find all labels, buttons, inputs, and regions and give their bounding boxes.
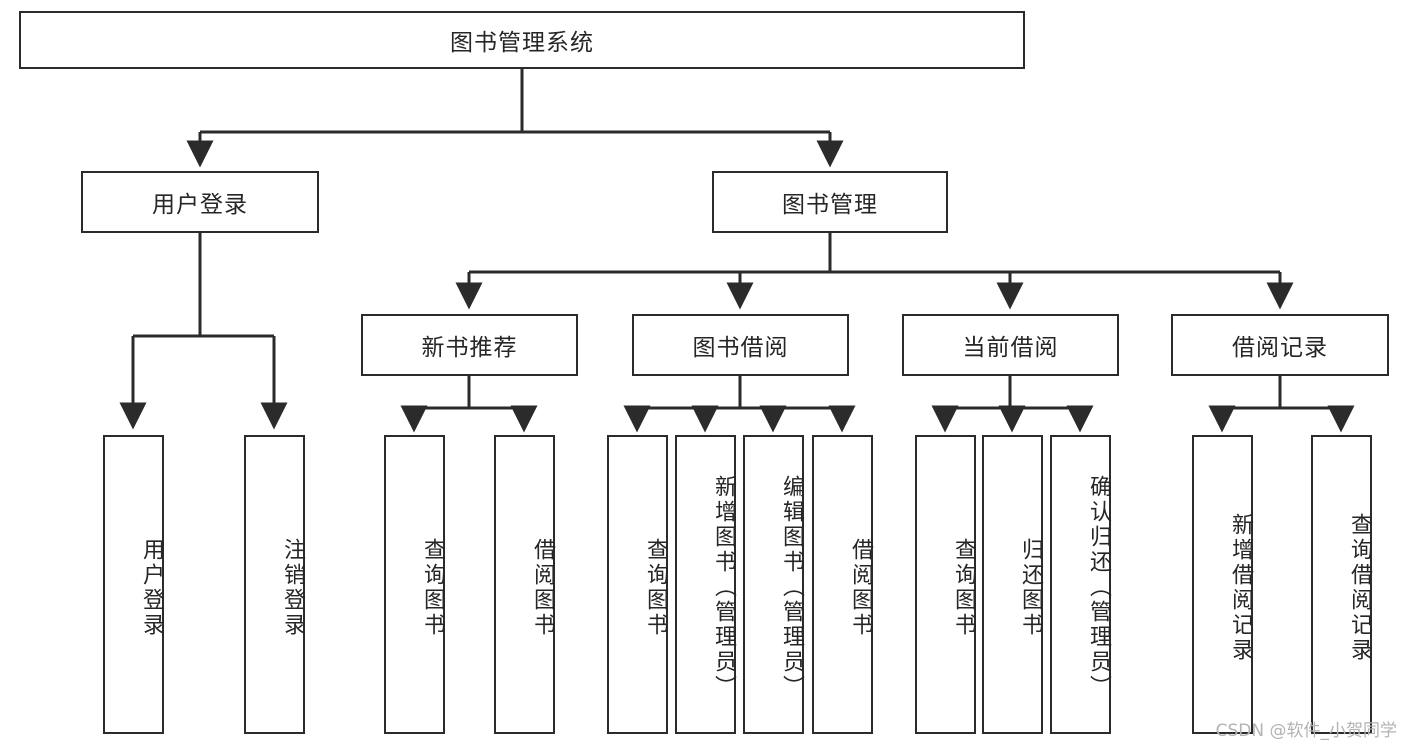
csdn-watermark: CSDN @软件_小贺同学 <box>1215 721 1397 741</box>
leaf-current-borrow-0[interactable]: 查询图书 <box>915 435 976 734</box>
leaf-book-borrow-1[interactable]: 新增图书（管理员） <box>675 435 736 734</box>
node-current-borrow[interactable]: 当前借阅 <box>902 314 1119 376</box>
leaf-new-book-0[interactable]: 查询图书 <box>384 435 445 734</box>
node-root[interactable]: 图书管理系统 <box>19 11 1025 69</box>
node-root-label: 图书管理系统 <box>450 30 594 56</box>
leaf-current-borrow-2-label: 确认归还（管理员） <box>1086 475 1111 700</box>
leaf-new-book-0-label: 查询图书 <box>420 537 445 638</box>
node-user-login-label: 用户登录 <box>152 192 248 218</box>
node-book-borrow-label: 图书借阅 <box>692 335 789 361</box>
leaf-borrow-record-1-label: 查询借阅记录 <box>1347 512 1372 663</box>
node-new-book-recommendation-label: 新书推荐 <box>421 335 518 361</box>
leaf-book-borrow-0-label: 查询图书 <box>643 537 668 638</box>
node-book-borrow[interactable]: 图书借阅 <box>632 314 849 376</box>
leaf-book-borrow-3-label: 借阅图书 <box>848 537 873 638</box>
leaf-book-borrow-2-label: 编辑图书（管理员） <box>779 475 804 700</box>
leaf-current-borrow-2[interactable]: 确认归还（管理员） <box>1050 435 1111 734</box>
leaf-new-book-1-label: 借阅图书 <box>530 537 555 638</box>
leaf-borrow-record-0[interactable]: 新增借阅记录 <box>1192 435 1253 734</box>
leaf-borrow-record-0-label: 新增借阅记录 <box>1228 512 1253 663</box>
leaf-current-borrow-1-label: 归还图书 <box>1018 537 1043 638</box>
node-book-management-label: 图书管理 <box>782 192 878 218</box>
node-borrow-record-label: 借阅记录 <box>1232 335 1328 361</box>
leaf-user-login-0[interactable]: 用户登录 <box>103 435 164 734</box>
leaf-book-borrow-3[interactable]: 借阅图书 <box>812 435 873 734</box>
leaf-book-borrow-1-label: 新增图书（管理员） <box>711 475 736 700</box>
node-current-borrow-label: 当前借阅 <box>962 335 1059 361</box>
node-user-login[interactable]: 用户登录 <box>81 171 319 233</box>
leaf-user-login-0-label: 用户登录 <box>139 537 164 638</box>
node-book-management[interactable]: 图书管理 <box>712 171 948 233</box>
leaf-user-login-1[interactable]: 注销登录 <box>244 435 305 734</box>
leaf-new-book-1[interactable]: 借阅图书 <box>494 435 555 734</box>
leaf-borrow-record-1[interactable]: 查询借阅记录 <box>1311 435 1372 734</box>
leaf-current-borrow-0-label: 查询图书 <box>951 537 976 638</box>
leaf-current-borrow-1[interactable]: 归还图书 <box>982 435 1043 734</box>
leaf-book-borrow-2[interactable]: 编辑图书（管理员） <box>743 435 804 734</box>
node-borrow-record[interactable]: 借阅记录 <box>1171 314 1389 376</box>
leaf-book-borrow-0[interactable]: 查询图书 <box>607 435 668 734</box>
node-new-book-recommendation[interactable]: 新书推荐 <box>361 314 578 376</box>
leaf-user-login-1-label: 注销登录 <box>280 537 305 638</box>
